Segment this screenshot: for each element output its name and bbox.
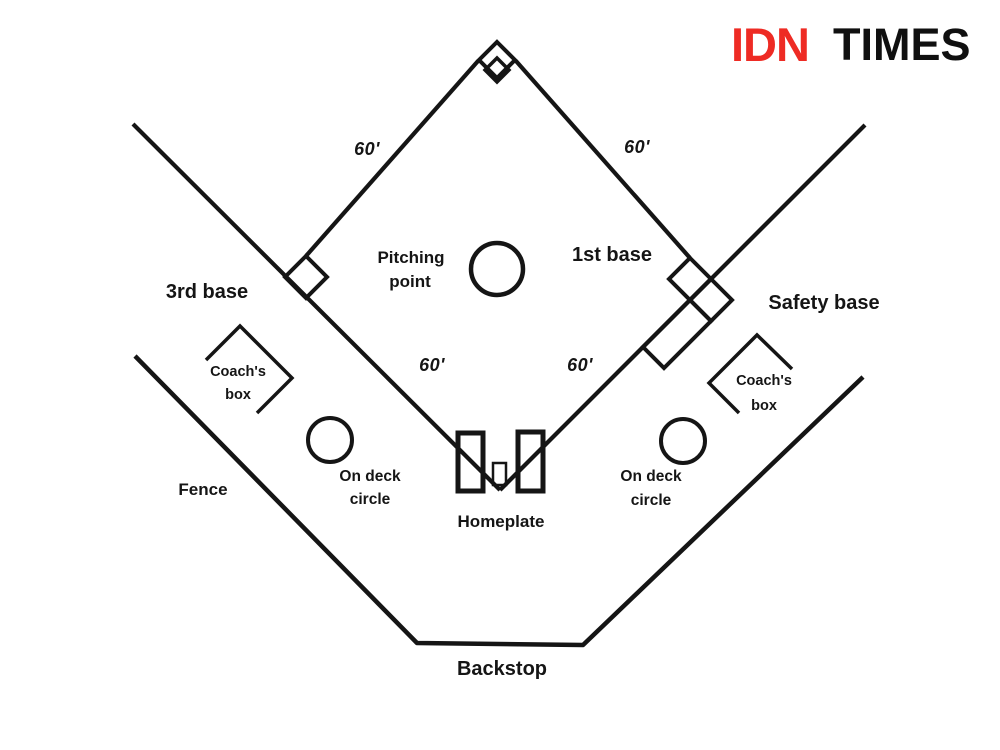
logo-times-text: TIMES — [833, 19, 971, 70]
left-foul-line — [131, 122, 502, 492]
first-base-label: 1st base — [572, 244, 652, 266]
third-base-label: 3rd base — [166, 281, 248, 303]
fence-label: Fence — [178, 480, 227, 499]
third-base-marker — [282, 253, 330, 301]
on-deck-circle-right — [659, 417, 707, 465]
on-deck-right-label-line2: circle — [631, 492, 672, 509]
safety-base-extension — [640, 297, 714, 371]
homeplate-marker — [491, 461, 508, 487]
safety-base-marker — [687, 276, 735, 324]
pitching-point-label-line2: point — [389, 272, 431, 291]
homeplate-label: Homeplate — [458, 512, 545, 531]
distance-label-bottom-right: 60' — [567, 355, 593, 375]
second-to-first-baseline — [514, 59, 692, 260]
fence-backstop-outline — [133, 354, 865, 648]
second-base-inner-marker — [482, 55, 512, 85]
first-base-marker — [666, 255, 714, 303]
coachs-box-right-label-line1: Coach's — [736, 373, 792, 389]
second-base-outer-marker — [476, 39, 518, 81]
coachs-box-left-label-line2: box — [225, 387, 251, 403]
distance-label-top-right: 60' — [624, 137, 650, 157]
safety-base-label: Safety base — [768, 292, 879, 314]
coachs-box-right-label-line2: box — [751, 398, 777, 414]
on-deck-left-label-line1: On deck — [339, 468, 401, 485]
on-deck-right-label-line1: On deck — [620, 468, 682, 485]
coachs-box-left-outline — [204, 323, 295, 415]
on-deck-circle-left — [306, 416, 354, 464]
pitching-point-circle — [468, 240, 526, 298]
on-deck-left-label-line2: circle — [350, 491, 391, 508]
batters-box-right — [515, 429, 546, 494]
backstop-label: Backstop — [457, 658, 547, 680]
batters-box-left — [455, 430, 486, 494]
distance-label-bottom-left: 60' — [419, 355, 445, 375]
pitching-point-label-line1: Pitching — [377, 248, 444, 267]
coachs-box-left-label-line1: Coach's — [210, 364, 266, 380]
logo-idn-text: IDN — [731, 18, 809, 71]
distance-label-top-left: 60' — [354, 139, 380, 159]
second-to-third-baseline — [304, 59, 480, 258]
coachs-box-right-outline — [706, 332, 794, 415]
